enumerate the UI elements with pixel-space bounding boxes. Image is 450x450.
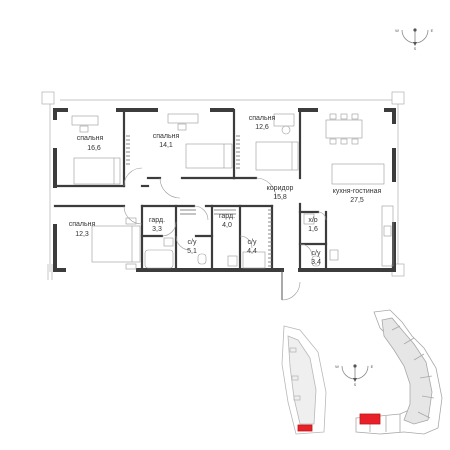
chair-bed1	[79, 125, 89, 133]
desk-bed2	[167, 113, 199, 124]
compass-bottom-s: S	[354, 382, 357, 387]
sink-3	[329, 249, 339, 261]
room-area-storage: 1,6	[308, 226, 318, 233]
toilet-1	[197, 253, 207, 265]
toilet-3	[311, 255, 321, 267]
desk-bed1	[71, 115, 99, 126]
room-name-bath1: с/у	[188, 239, 197, 246]
room-area-bed3: 12,6	[255, 124, 269, 131]
room-name-bath3: с/у	[312, 250, 321, 257]
room-name-storage: х/о	[308, 217, 317, 224]
room-area-bed2: 14,1	[159, 142, 173, 149]
room-area-bath1: 5,1	[187, 248, 197, 255]
bed-bed2	[185, 143, 233, 169]
compass-top-s: S	[414, 46, 417, 51]
room-labels: спальня 16,6 спальня 14,1 спальня 12,6 с…	[69, 115, 382, 266]
bathtub-1	[144, 249, 174, 269]
sink-2	[227, 255, 238, 267]
compass-bottom-e: E	[371, 364, 374, 369]
site-highlight-right	[359, 413, 381, 425]
entrance-door	[281, 270, 301, 301]
room-name-wardrobe1: гард.	[149, 217, 165, 224]
room-area-bed4: 12,3	[75, 231, 89, 238]
chair-bed3	[281, 125, 291, 135]
room-area-wardrobe1: 3,3	[152, 226, 162, 233]
furniture	[71, 113, 394, 270]
room-name-bed1: спальня	[77, 135, 104, 142]
sink-1	[163, 237, 174, 247]
room-name-bath2: с/у	[248, 239, 257, 246]
compass-bottom: W S E	[335, 364, 374, 387]
bed-bed1	[73, 157, 121, 185]
room-area-corridor: 15,8	[273, 194, 287, 201]
sofa	[331, 163, 385, 185]
bed-bed4	[91, 225, 141, 263]
interior-walls	[53, 108, 328, 272]
kitchen-counter	[381, 205, 394, 267]
compass-bottom-w: W	[335, 364, 339, 369]
room-name-wardrobe2: гард.	[219, 213, 235, 220]
room-area-wardrobe2: 4,0	[222, 222, 232, 229]
chair-bed2	[177, 123, 187, 131]
room-area-bath3: 3,4	[311, 259, 321, 266]
site-plan-left	[281, 325, 327, 435]
site-highlight-left	[297, 424, 313, 432]
room-name-kitchen: кухня-гостиная	[333, 188, 382, 195]
compass-top-w: W	[395, 28, 399, 33]
site-plan-right	[355, 309, 443, 435]
room-area-bed1: 16,6	[87, 145, 101, 152]
dining-table	[325, 119, 363, 139]
bed-bed3	[255, 141, 299, 171]
room-name-bed3: спальня	[249, 115, 276, 122]
room-name-bed2: спальня	[153, 133, 180, 140]
shower-2	[242, 251, 266, 269]
compass-top: W S E	[395, 28, 434, 51]
room-area-bath2: 4,4	[247, 248, 257, 255]
room-name-corridor: коридор	[267, 185, 294, 192]
compass-top-e: E	[431, 28, 434, 33]
wardrobe-hatches	[126, 135, 272, 267]
room-area-kitchen: 27,5	[350, 197, 364, 204]
room-name-bed4: спальня	[69, 221, 96, 228]
washer	[303, 213, 315, 225]
desk-bed3	[273, 113, 295, 127]
door-swings	[123, 167, 327, 257]
